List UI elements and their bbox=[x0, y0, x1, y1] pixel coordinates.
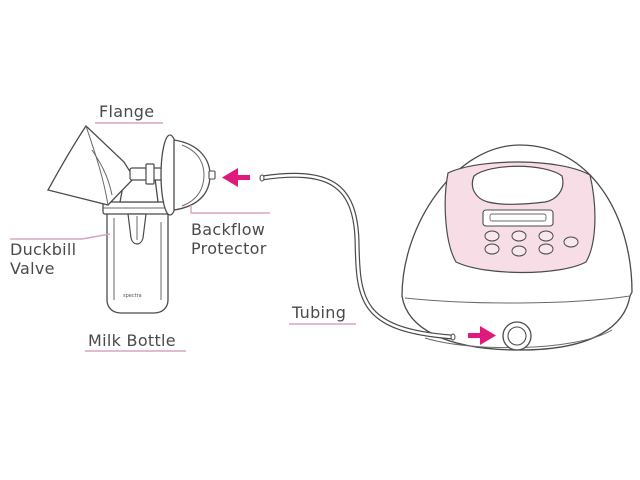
bottle-brand: spectra bbox=[123, 293, 142, 299]
flange-rim bbox=[85, 125, 109, 206]
milk-bottle bbox=[106, 211, 169, 314]
pump-button[interactable] bbox=[484, 243, 500, 255]
pump-base-band bbox=[404, 295, 631, 304]
label-duckbill-line2: Valve bbox=[10, 259, 55, 278]
backflow-protector-nozzle bbox=[208, 170, 216, 180]
label-flange-text: Flange bbox=[99, 102, 154, 121]
pump-button[interactable] bbox=[511, 230, 527, 242]
label-flange: Flange bbox=[95, 102, 163, 124]
pump-handle-opening bbox=[471, 165, 564, 205]
connector-neck-collar bbox=[145, 163, 155, 185]
label-backflow-line1: Backflow bbox=[191, 220, 265, 239]
pump-button[interactable] bbox=[538, 243, 554, 255]
label-milk-bottle: Milk Bottle bbox=[85, 331, 186, 352]
pump-unit bbox=[401, 144, 633, 351]
pump-button[interactable] bbox=[484, 230, 500, 242]
arrow-left-icon bbox=[222, 168, 250, 187]
flange bbox=[47, 124, 135, 206]
pump-buttons bbox=[484, 230, 579, 257]
pump-display bbox=[482, 209, 554, 227]
pump-display-inner bbox=[489, 213, 547, 222]
label-duckbill-valve: Duckbill Valve bbox=[10, 233, 111, 278]
pump-tubing-port-inner bbox=[507, 326, 527, 346]
pump-button[interactable] bbox=[538, 230, 554, 242]
pump-button[interactable] bbox=[563, 236, 579, 248]
label-milk-bottle-text: Milk Bottle bbox=[88, 331, 176, 350]
backflow-protector-ring bbox=[181, 144, 205, 207]
tubing bbox=[259, 172, 456, 341]
tubing-end-left bbox=[259, 174, 265, 182]
pump-button[interactable] bbox=[511, 245, 527, 257]
label-tubing: Tubing bbox=[289, 303, 356, 325]
label-backflow-protector: Backflow Protector bbox=[190, 205, 270, 258]
label-tubing-text: Tubing bbox=[291, 303, 346, 322]
label-duckbill-line1: Duckbill bbox=[10, 240, 76, 259]
flange-inner bbox=[91, 149, 113, 196]
label-backflow-line2: Protector bbox=[191, 239, 267, 258]
tubing-tube-inner bbox=[260, 174, 454, 339]
bottle-assembly: spectra bbox=[47, 124, 216, 314]
tubing-end-right bbox=[450, 333, 456, 341]
arrow-right-icon bbox=[468, 326, 496, 345]
